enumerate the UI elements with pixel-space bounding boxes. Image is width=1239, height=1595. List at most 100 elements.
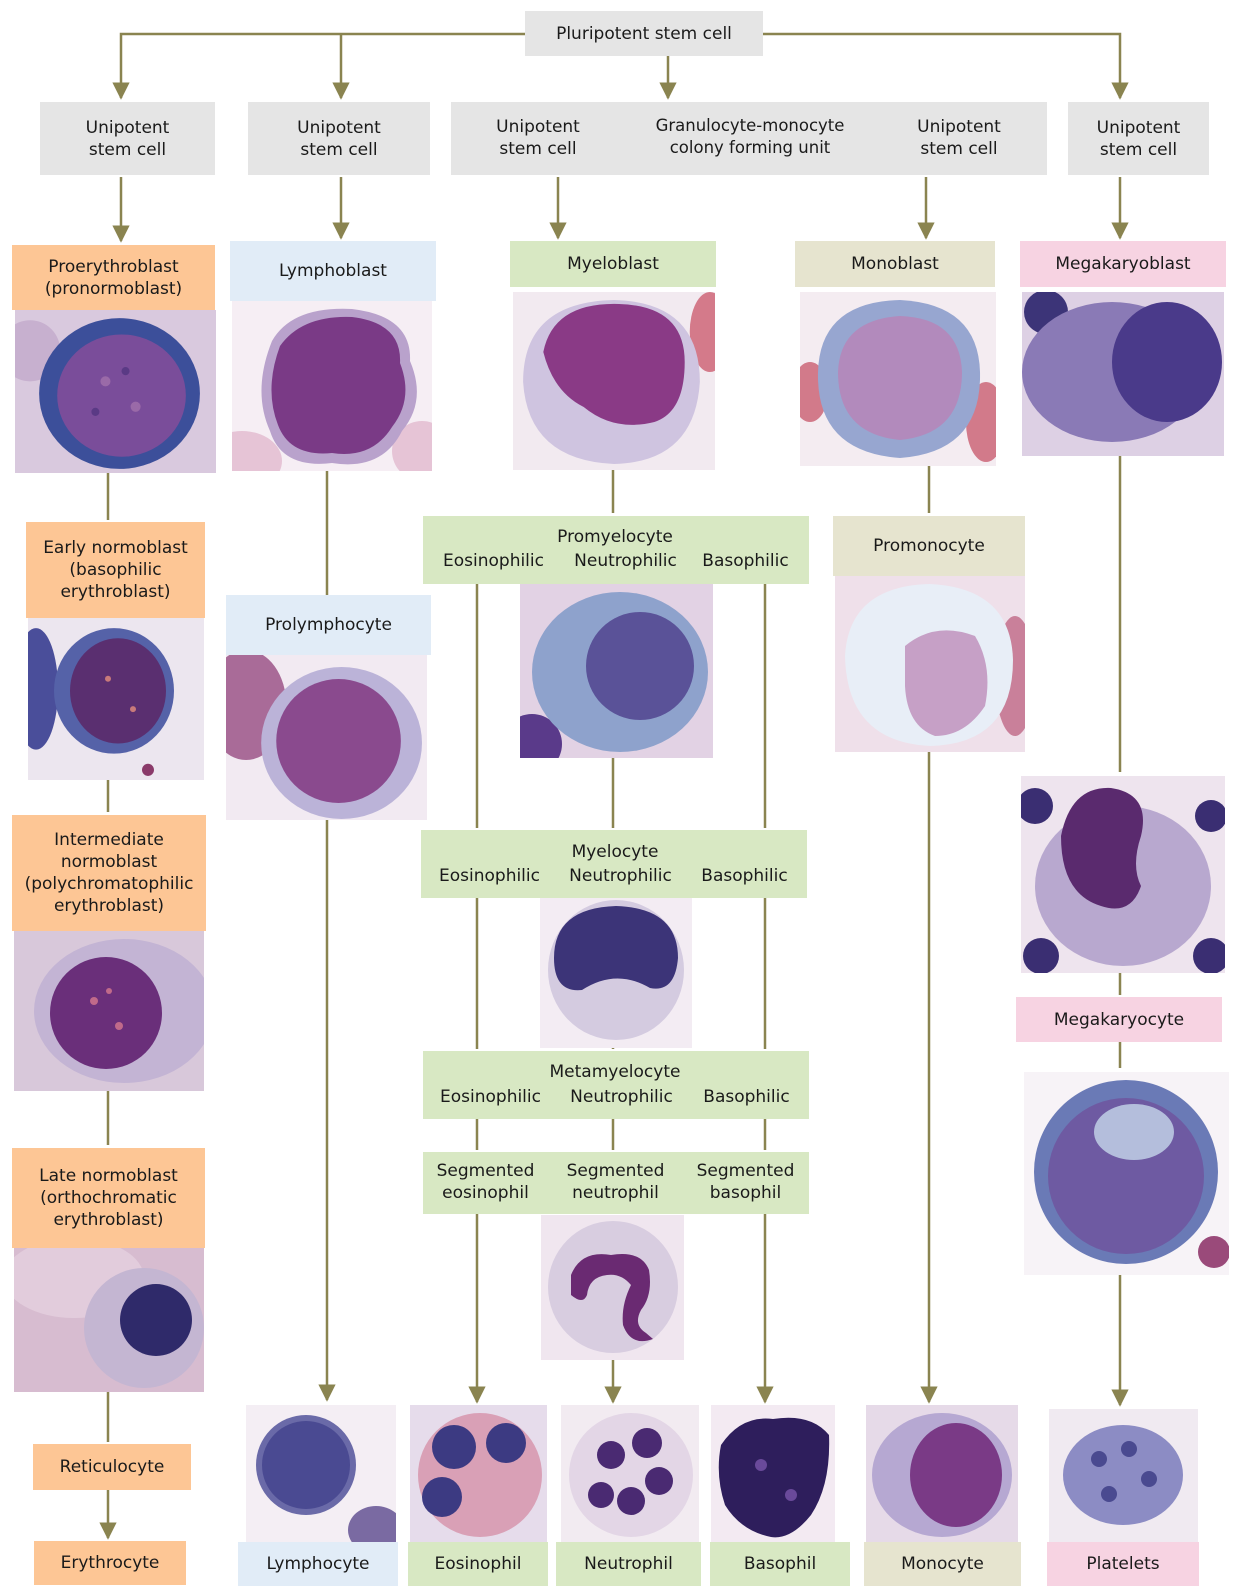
late-normoblast-box: Late normoblast (orthochromatic erythrob… [12,1148,205,1248]
promyelocyte-label: Promyelocyte [557,527,673,547]
unipotent-granulocyte-label: Unipotent stem cell [470,116,606,160]
platelets-box: Platelets [1047,1542,1199,1586]
proerythroblast-photo [15,310,216,473]
myelocyte-label: Myelocyte [571,842,659,862]
segmented-basophil-line1: Segmented [696,1161,795,1181]
megakaryoblast-photo [1022,292,1224,456]
segmented-neutrophil-label: Segmented neutrophil [558,1160,673,1204]
early-normoblast-box: Early normoblast (basophilic erythroblas… [26,522,205,618]
unipotent-monocyte-label: Unipotent stem cell [891,116,1027,160]
monoblast-box: Monoblast [795,241,995,287]
prolymphocyte-box: Prolymphocyte [226,595,431,655]
gmcfu-box [451,102,1047,175]
lymphoblast-box: Lymphoblast [230,241,436,301]
promyelocyte-neutrophilic-label: Neutrophilic [574,551,677,571]
early-normoblast-label: Early normoblast [43,538,188,558]
eosinophil-label: Eosinophil [434,1554,522,1574]
intermediate-normoblast-box: Intermediate normoblast (polychromatophi… [12,815,206,931]
myelocyte-eosinophilic-label: Eosinophilic [439,866,540,886]
monoblast-photo [800,292,996,466]
unipotent-label-line1: Unipotent [496,117,580,137]
unipotent-label-line2: stem cell [300,139,378,160]
promyelocyte-box [423,516,809,584]
unipotent-label-line1: Unipotent [1096,117,1181,138]
monocyte-box: Monocyte [864,1542,1021,1586]
lymphoblast-photo [232,301,432,471]
promyelocyte-photo [520,584,713,758]
myelocyte-box [421,830,807,898]
eosinophil-box: Eosinophil [408,1542,548,1586]
erythrocyte-box: Erythrocyte [34,1541,186,1585]
neutrophil-box: Neutrophil [556,1542,701,1586]
unipotent-label-line2: stem cell [920,139,998,159]
erythrocyte-label: Erythrocyte [60,1553,160,1573]
segmented-eosinophil-line1: Segmented [436,1161,535,1181]
basophil-photo [711,1405,835,1542]
unipotent-label-line1: Unipotent [917,117,1001,137]
unipotent-label-line1: Unipotent [85,117,170,138]
late-normoblast-alt-label-1: (orthochromatic [40,1188,177,1208]
lymphoblast-label: Lymphoblast [279,261,387,281]
early-normoblast-alt-label-2: erythroblast) [60,582,171,602]
monocyte-label: Monocyte [901,1554,984,1574]
monocyte-photo [866,1405,1018,1542]
late-normoblast-label: Late normoblast [39,1166,178,1186]
myelocyte-neutrophilic-label: Neutrophilic [569,866,672,886]
early-normoblast-alt-label-1: (basophilic [69,560,162,580]
segmented-neutrophil-photo [541,1215,684,1360]
segmented-neutrophil-line2: neutrophil [572,1183,659,1203]
early-normoblast-photo [28,618,204,780]
intermediate-normoblast-label-1: Intermediate [54,830,164,850]
unipotent-lymphoid-box: Unipotent stem cell [248,102,430,175]
basophil-label: Basophil [743,1554,817,1574]
metamyelocyte-eosinophilic-label: Eosinophilic [440,1087,541,1107]
segmented-eosinophil-label: Segmented eosinophil [428,1160,543,1204]
segmented-basophil-label: Segmented basophil [688,1160,803,1204]
reticulocyte-label: Reticulocyte [59,1457,165,1477]
segmented-basophil-line2: basophil [709,1183,782,1203]
lymphocyte-box: Lymphocyte [238,1542,398,1586]
megakaryocyte-mature-photo [1024,1072,1229,1275]
intermediate-normoblast-alt-label-1: (polychromatophilic [24,874,194,894]
proerythroblast-label: Proerythroblast [48,256,179,277]
promonocyte-box: Promonocyte [833,516,1025,576]
myelocyte-basophilic-label: Basophilic [701,866,788,886]
megakaryoblast-box: Megakaryoblast [1020,241,1226,287]
unipotent-label-line1: Unipotent [297,117,381,138]
promyelocyte-basophilic-label: Basophilic [702,551,789,571]
proerythroblast-box: Proerythroblast (pronormoblast) [12,245,215,310]
unipotent-label-line2: stem cell [1099,139,1178,160]
promyelocyte-eosinophilic-label: Eosinophilic [443,551,544,571]
neutrophil-photo [561,1405,699,1545]
megakaryocyte-box: Megakaryocyte [1016,997,1222,1042]
unipotent-megakaryocyte-box: Unipotent stem cell [1068,102,1209,175]
myeloblast-photo [513,292,715,470]
unipotent-label-line2: stem cell [88,139,167,160]
segmented-box [423,1152,809,1214]
intermediate-normoblast-label-2: normoblast [60,852,158,872]
reticulocyte-box: Reticulocyte [33,1444,191,1490]
neutrophil-label: Neutrophil [584,1554,673,1574]
segmented-neutrophil-line1: Segmented [566,1161,665,1181]
intermediate-normoblast-photo [14,931,204,1091]
pluripotent-stem-cell-label: Pluripotent stem cell [556,23,732,44]
megakaryoblast-label: Megakaryoblast [1055,254,1191,274]
lymphocyte-photo [246,1405,396,1542]
monoblast-label: Monoblast [851,254,939,274]
myeloblast-box: Myeloblast [510,241,716,287]
unipotent-label-line2: stem cell [499,139,577,159]
segmented-eosinophil-line2: eosinophil [442,1183,529,1203]
myeloblast-label: Myeloblast [567,254,659,274]
promonocyte-photo [835,576,1025,752]
metamyelocyte-neutrophilic-label: Neutrophilic [570,1087,673,1107]
metamyelocyte-label: Metamyelocyte [549,1062,681,1082]
megakaryocyte-photo [1021,776,1225,973]
pluripotent-stem-cell-box: Pluripotent stem cell [525,11,763,56]
late-normoblast-photo [14,1248,204,1392]
basophil-box: Basophil [710,1542,850,1586]
eosinophil-photo [410,1405,547,1542]
unipotent-erythroid-box: Unipotent stem cell [40,102,215,175]
gmcfu-label: Granulocyte-monocyte colony forming unit [655,116,845,157]
late-normoblast-alt-label-2: erythroblast) [53,1210,164,1230]
